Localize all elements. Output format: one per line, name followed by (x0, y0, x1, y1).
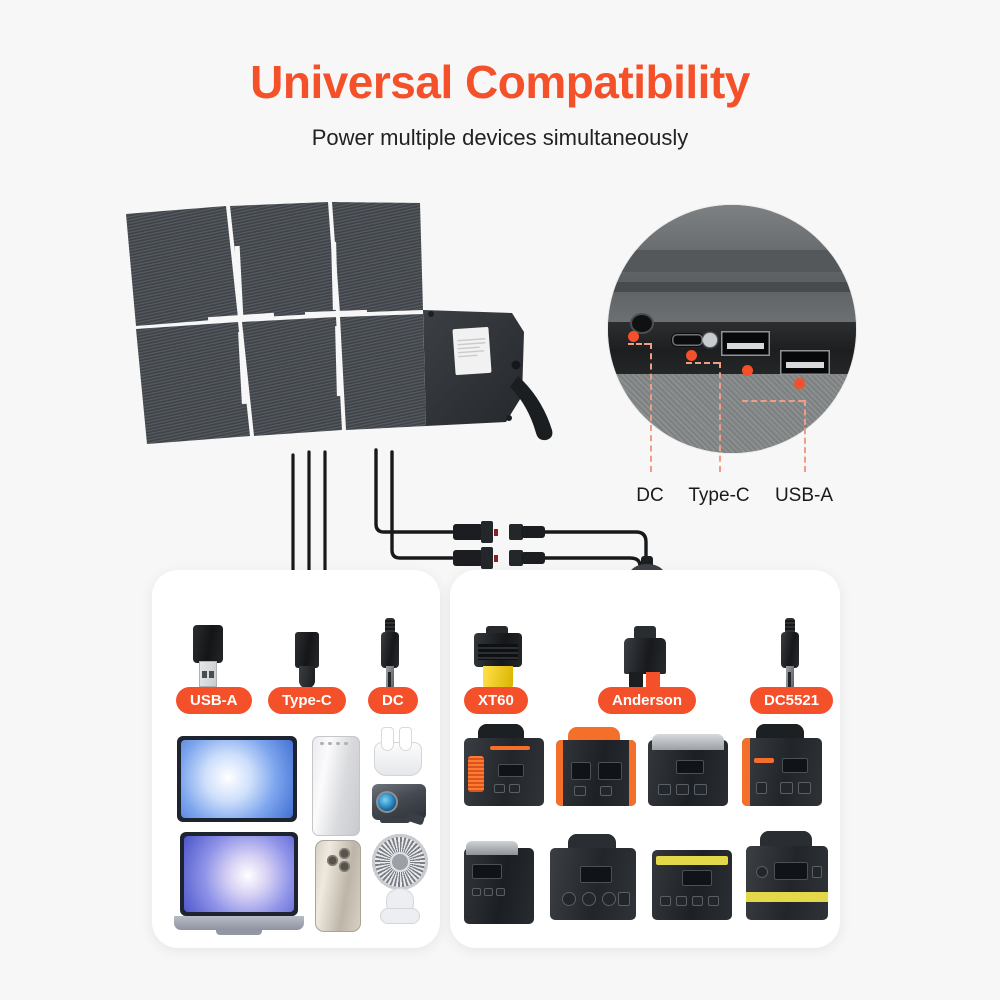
dc-port-marker (628, 331, 639, 342)
usb-a-leader-line (804, 400, 806, 472)
power-station-1 (464, 724, 544, 806)
dc-leader-line (650, 343, 652, 472)
mc4-connector-row-2 (453, 547, 545, 569)
dc-port (630, 313, 654, 334)
device-smartphone (315, 840, 361, 932)
xt60-plug (474, 626, 522, 688)
solar-panel-image (120, 200, 620, 470)
dc-leader-horizontal (628, 343, 650, 345)
power-station-2 (556, 727, 636, 806)
pill-dc5521[interactable]: DC5521 (750, 687, 834, 714)
pill-type-c[interactable]: Type-C (268, 687, 346, 714)
pill-anderson[interactable]: Anderson (598, 687, 697, 714)
power-station-8 (746, 831, 828, 920)
power-station-3 (648, 734, 728, 806)
page-subtitle: Power multiple devices simultaneously (311, 125, 689, 150)
pill-xt60[interactable]: XT60 (464, 687, 528, 714)
usb-a-leader-horizontal (742, 400, 804, 402)
device-earbuds (374, 728, 422, 776)
dc5521-plug (780, 618, 800, 690)
power-station-output-card: XT60 Anderson DC5521 (450, 570, 840, 948)
usb-a-port-1 (721, 331, 770, 356)
usb-a-plug (193, 625, 223, 687)
type-c-leader-horizontal (686, 362, 719, 364)
pill-dc[interactable]: DC (368, 687, 418, 714)
device-laptop (174, 832, 304, 940)
power-station-7 (652, 850, 732, 920)
dc-barrel-plug (380, 618, 400, 690)
port-label-usb-a: USB-A (774, 485, 834, 506)
anderson-plug (622, 626, 668, 688)
device-tablet (177, 736, 297, 822)
usb-c-plug (295, 632, 319, 688)
device-output-card: USB-A Type-C DC (152, 570, 440, 948)
port-label-dc: DC (636, 485, 664, 506)
usb-a-port-2 (780, 350, 830, 375)
type-c-port-marker (686, 350, 697, 361)
power-station-4 (742, 724, 822, 806)
device-clip-fan (370, 834, 430, 934)
page-title: Universal Compatibility (250, 56, 750, 108)
pill-usb-a[interactable]: USB-A (176, 687, 252, 714)
power-station-6 (550, 834, 636, 920)
type-c-port (671, 333, 704, 347)
mc4-connector-row-1 (453, 521, 545, 543)
power-station-5 (464, 841, 534, 924)
device-projector (372, 784, 426, 826)
usb-a-port-marker-2 (794, 378, 805, 389)
port-label-type-c: Type-C (688, 485, 750, 506)
type-c-leader-line (719, 362, 721, 472)
usb-a-port-marker-1 (742, 365, 753, 376)
device-power-bank (312, 736, 360, 836)
port-zoom-circle (608, 205, 856, 453)
